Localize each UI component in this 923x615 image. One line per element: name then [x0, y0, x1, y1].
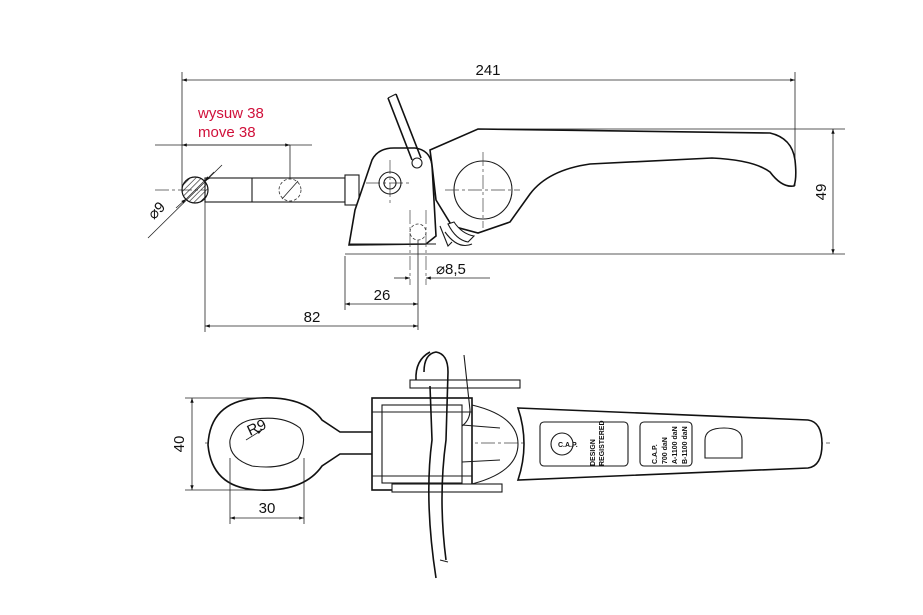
svg-text:40: 40 [171, 436, 188, 453]
svg-text:B-1100 daN: B-1100 daN [682, 426, 689, 464]
svg-text:241: 241 [475, 62, 500, 79]
svg-text:wysuw 38: wysuw 38 [197, 105, 264, 122]
svg-text:⌀8,5: ⌀8,5 [436, 261, 466, 278]
dimension-overall-length: 241 [182, 62, 795, 82]
svg-text:R9: R9 [245, 416, 270, 440]
top-view: R9 C.A.P. [171, 351, 830, 579]
handle-side [429, 128, 797, 247]
svg-text:DESIGN: DESIGN [590, 439, 597, 466]
wire-lever-top [415, 351, 471, 579]
design-registered-label: C.A.P. DESIGN REGISTERED [539, 420, 629, 467]
svg-text:C.A.P.: C.A.P. [652, 444, 659, 464]
dimension-eye-length: 30 [229, 458, 305, 524]
handle-top: C.A.P. DESIGN REGISTERED C.A.P. 700 daN … [516, 407, 823, 481]
dimension-height: 49 [813, 129, 835, 254]
svg-text:26: 26 [374, 287, 391, 304]
svg-text:A-1100 daN: A-1100 daN [672, 426, 679, 464]
svg-text:⌀9: ⌀9 [145, 199, 169, 223]
svg-text:C.A.P.: C.A.P. [558, 442, 578, 449]
eye-bolt: R9 [207, 397, 379, 491]
locking-lever [387, 93, 423, 169]
svg-text:move 38: move 38 [198, 124, 256, 141]
pin-end-section [181, 176, 209, 204]
svg-text:30: 30 [259, 500, 276, 517]
clevis-body [371, 379, 521, 493]
dimension-width: 40 [171, 397, 262, 491]
dimension-hole-diameter: ⌀8,5 [394, 261, 490, 280]
svg-text:REGISTERED: REGISTERED [599, 420, 606, 466]
svg-text:700 daN: 700 daN [662, 437, 669, 464]
svg-text:49: 49 [813, 184, 830, 201]
side-view: 241 49 wysuw 38 move 38 ⌀9 ⌀8,5 [145, 62, 845, 332]
svg-text:82: 82 [304, 309, 321, 326]
dimension-pin-to-hole: 82 [204, 202, 418, 332]
load-rating-label: C.A.P. 700 daN A-1100 daN B-1100 daN [639, 421, 693, 467]
travel-label: wysuw 38 move 38 [182, 105, 290, 147]
dimension-hole-offset: 26 [344, 240, 419, 330]
